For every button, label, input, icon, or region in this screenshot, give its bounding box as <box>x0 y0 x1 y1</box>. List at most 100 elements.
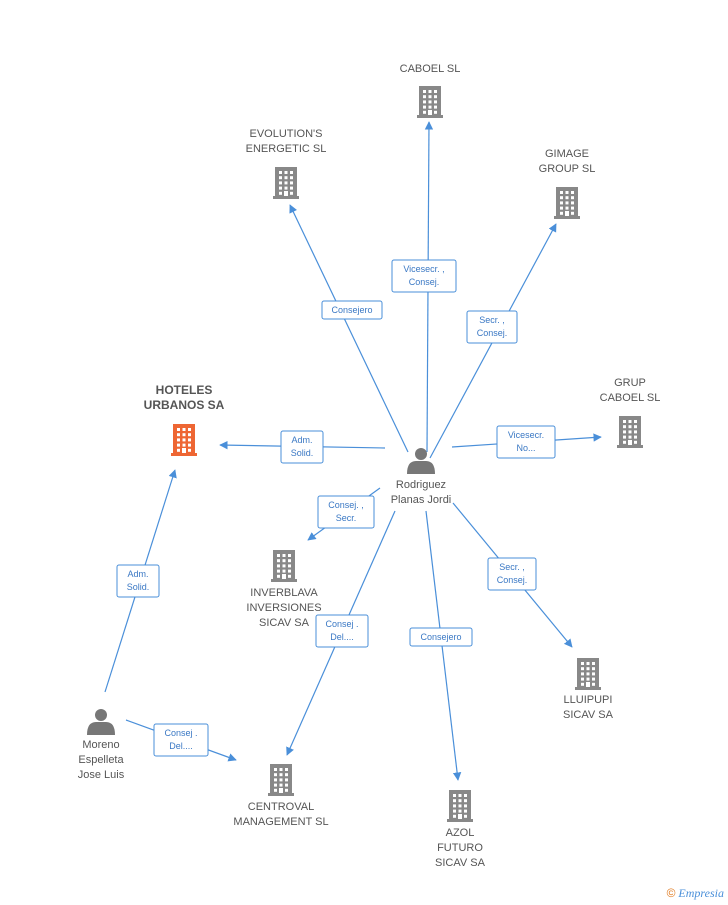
node-label: EVOLUTION'S <box>249 128 322 140</box>
building-window <box>586 677 590 681</box>
building-window <box>282 559 286 563</box>
building-window <box>560 201 563 205</box>
building-window <box>274 783 277 787</box>
building-window <box>288 569 291 573</box>
edge-label-text: Consej. , <box>328 500 364 510</box>
building-window <box>288 554 291 557</box>
building-window <box>571 211 574 215</box>
building-window <box>288 574 291 578</box>
building-window <box>453 804 456 808</box>
building-window <box>581 682 584 686</box>
building-window <box>282 564 286 568</box>
edge-label-box <box>487 557 537 591</box>
building-door <box>628 440 632 445</box>
edge-label-text: No... <box>516 443 535 453</box>
edge-label-text: Solid. <box>127 582 150 592</box>
building-window <box>565 191 569 194</box>
edge-label-box <box>280 430 324 464</box>
edge-label-box <box>317 495 375 529</box>
edge-label-text: Del.... <box>169 741 193 751</box>
building-window <box>434 105 437 109</box>
building-window <box>592 662 595 665</box>
node-label: LLUIPUPI <box>564 694 613 706</box>
building-window <box>458 809 462 813</box>
building-window <box>634 425 637 429</box>
node-label: SICAV SA <box>435 857 486 869</box>
building-window <box>560 191 563 194</box>
building-icon <box>447 790 473 822</box>
building-window <box>279 778 283 782</box>
building-window <box>279 181 282 185</box>
node-label: Rodriguez <box>396 479 446 491</box>
building-window <box>284 171 288 174</box>
building-window <box>428 95 432 99</box>
edge-label-text: Consej. <box>497 575 528 585</box>
person-icon <box>407 448 435 474</box>
building-window <box>282 569 286 573</box>
building-window <box>177 433 180 437</box>
building-window <box>285 788 288 792</box>
edge-label-rodriguez-lluipupi[interactable]: Secr. ,Consej. <box>487 557 537 591</box>
building-window <box>458 799 462 803</box>
node-label: CENTROVAL <box>248 801 314 813</box>
building-window <box>279 783 283 787</box>
node-caboel[interactable]: CABOEL SL <box>400 63 461 118</box>
node-label: GRUP <box>614 377 646 389</box>
building-window <box>279 176 282 180</box>
building-base <box>554 216 580 219</box>
edge-label-rodriguez-evolutions[interactable]: Consejero <box>321 300 383 320</box>
building-window <box>571 206 574 210</box>
building-icon <box>171 424 197 456</box>
building-base <box>268 793 294 796</box>
building-window <box>277 564 280 568</box>
edge-label-rodriguez-caboel[interactable]: Vicesecr. ,Consej. <box>391 259 457 293</box>
node-label: Jose Luis <box>78 769 125 781</box>
person-head <box>95 709 107 721</box>
person-icon <box>87 709 115 735</box>
edge-label-rodriguez-gimage[interactable]: Secr. ,Consej. <box>466 310 518 344</box>
building-base <box>417 115 443 118</box>
edge-label-text: Secr. <box>336 513 357 523</box>
edge-label-rodriguez-centroval[interactable]: Consej .Del.... <box>315 614 369 648</box>
empresia-brand[interactable]: © Empresia <box>667 886 724 901</box>
building-window <box>428 90 432 93</box>
building-window <box>623 420 626 423</box>
building-window <box>423 105 426 109</box>
building-window <box>560 211 563 215</box>
building-window <box>423 90 426 93</box>
building-window <box>571 196 574 200</box>
edge-label-moreno-hoteles[interactable]: Adm.Solid. <box>116 564 160 598</box>
edge-label-rodriguez-grup[interactable]: Vicesecr.No... <box>496 425 556 459</box>
building-window <box>628 425 632 429</box>
building-icon <box>273 167 299 199</box>
building-window <box>453 814 456 818</box>
building-window <box>290 186 293 190</box>
node-label: GROUP SL <box>539 163 596 175</box>
edge-label-rodriguez-hoteles[interactable]: Adm.Solid. <box>280 430 324 464</box>
edge-label-text: Consejero <box>331 305 372 315</box>
building-window <box>581 662 584 665</box>
building-window <box>277 559 280 563</box>
edge-label-box <box>409 627 473 647</box>
node-label: INVERSIONES <box>246 602 321 614</box>
building-window <box>458 794 462 797</box>
building-window <box>279 186 282 190</box>
edge-label-rodriguez-inverblava[interactable]: Consej. , Secr. <box>317 495 375 529</box>
edge-label-text: Secr. , <box>479 315 505 325</box>
edge-label-rodriguez-azol[interactable]: Consejero <box>409 627 473 647</box>
building-window <box>177 428 180 431</box>
edge-label-moreno-centroval[interactable]: Consej .Del.... <box>153 723 209 757</box>
building-window <box>290 176 293 180</box>
building-window <box>581 677 584 681</box>
building-window <box>177 443 180 447</box>
